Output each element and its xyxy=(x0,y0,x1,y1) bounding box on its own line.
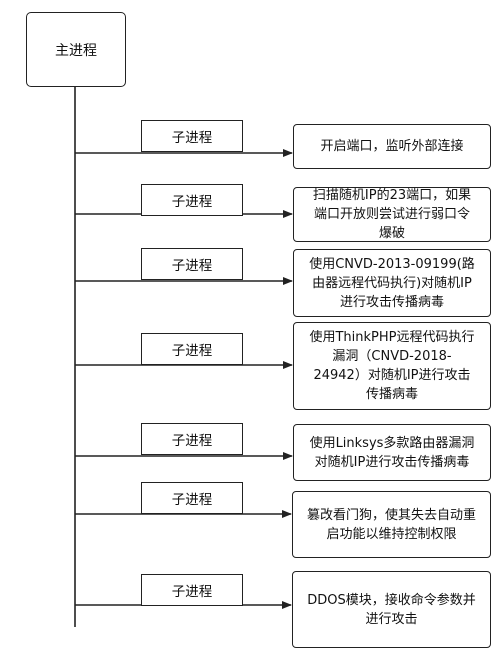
task-text: 开启端口，监听外部连接 xyxy=(320,137,463,156)
task-box: DDOS模块，接收命令参数并进行攻击 xyxy=(292,571,491,648)
main-process-box: 主进程 xyxy=(26,12,126,87)
task-text-line: 传播病毒 xyxy=(365,387,418,402)
task-text: 篡改看门狗，使其失去自动重启功能以维持控制权限 xyxy=(307,506,476,544)
task-text-line: 漏洞（CNVD-2018- xyxy=(332,349,452,364)
task-text-line: 开启端口，监听外部连接 xyxy=(320,139,464,154)
subprocess-box: 子进程 xyxy=(141,184,243,216)
subprocess-label: 子进程 xyxy=(171,194,213,210)
task-text-line: 端口开放则尝试进行弱口令 xyxy=(313,207,470,222)
task-text: DDOS模块，接收命令参数并进行攻击 xyxy=(307,591,476,629)
task-text: 扫描随机IP的23端口，如果端口开放则尝试进行弱口令爆破 xyxy=(313,186,471,243)
task-text-line: 24942）对随机IP进行攻击 xyxy=(313,368,471,383)
task-box: 开启端口，监听外部连接 xyxy=(293,124,491,169)
subprocess-label: 子进程 xyxy=(171,433,213,449)
subprocess-box: 子进程 xyxy=(141,423,243,455)
subprocess-box: 子进程 xyxy=(141,333,243,365)
task-text-line: DDOS模块，接收命令参数并 xyxy=(307,592,476,608)
subprocess-box: 子进程 xyxy=(141,482,243,514)
task-text: 使用CNVD-2013-09199(路由器远程代码执行)对随机IP 进行攻击传播病… xyxy=(309,255,475,312)
subprocess-box: 子进程 xyxy=(141,574,243,606)
task-text-line: 爆破 xyxy=(378,226,405,241)
task-text: 使用Linksys多款路由器漏洞对随机IP进行攻击传播病毒 xyxy=(310,434,475,472)
task-text-line: 进行攻击 xyxy=(365,611,418,627)
subprocess-box: 子进程 xyxy=(141,120,243,152)
task-text-line: 使用ThinkPHP远程代码执行 xyxy=(309,330,475,345)
subprocess-box: 子进程 xyxy=(141,248,243,280)
task-box: 使用ThinkPHP远程代码执行漏洞（CNVD-2018- 24942）对随机IP… xyxy=(293,322,491,410)
task-text-line: 启功能以维持控制权限 xyxy=(326,526,457,542)
main-process-label: 主进程 xyxy=(55,42,97,59)
subprocess-label: 子进程 xyxy=(171,130,213,146)
task-text-line: 使用Linksys多款路由器漏洞 xyxy=(309,435,475,451)
task-text-line: 由器远程代码执行)对随机IP xyxy=(312,275,472,291)
task-box: 扫描随机IP的23端口，如果端口开放则尝试进行弱口令爆破 xyxy=(293,187,491,242)
task-text-line: 对随机IP进行攻击传播病毒 xyxy=(314,454,470,470)
subprocess-label: 子进程 xyxy=(171,584,213,600)
subprocess-label: 子进程 xyxy=(171,343,213,359)
task-box: 使用CNVD-2013-09199(路由器远程代码执行)对随机IP 进行攻击传播病… xyxy=(293,249,491,317)
task-text-line: 篡改看门狗，使其失去自动重 xyxy=(306,507,476,523)
subprocess-label: 子进程 xyxy=(171,492,213,508)
task-text-line: 使用CNVD-2013-09199(路 xyxy=(309,256,475,272)
task-text-line: 进行攻击传播病毒 xyxy=(339,294,444,310)
task-text-line: 扫描随机IP的23端口，如果 xyxy=(312,188,472,203)
task-box: 篡改看门狗，使其失去自动重启功能以维持控制权限 xyxy=(292,491,491,558)
task-text: 使用ThinkPHP远程代码执行漏洞（CNVD-2018- 24942）对随机IP… xyxy=(309,328,474,404)
task-box: 使用Linksys多款路由器漏洞对随机IP进行攻击传播病毒 xyxy=(293,424,491,481)
subprocess-label: 子进程 xyxy=(171,258,213,274)
